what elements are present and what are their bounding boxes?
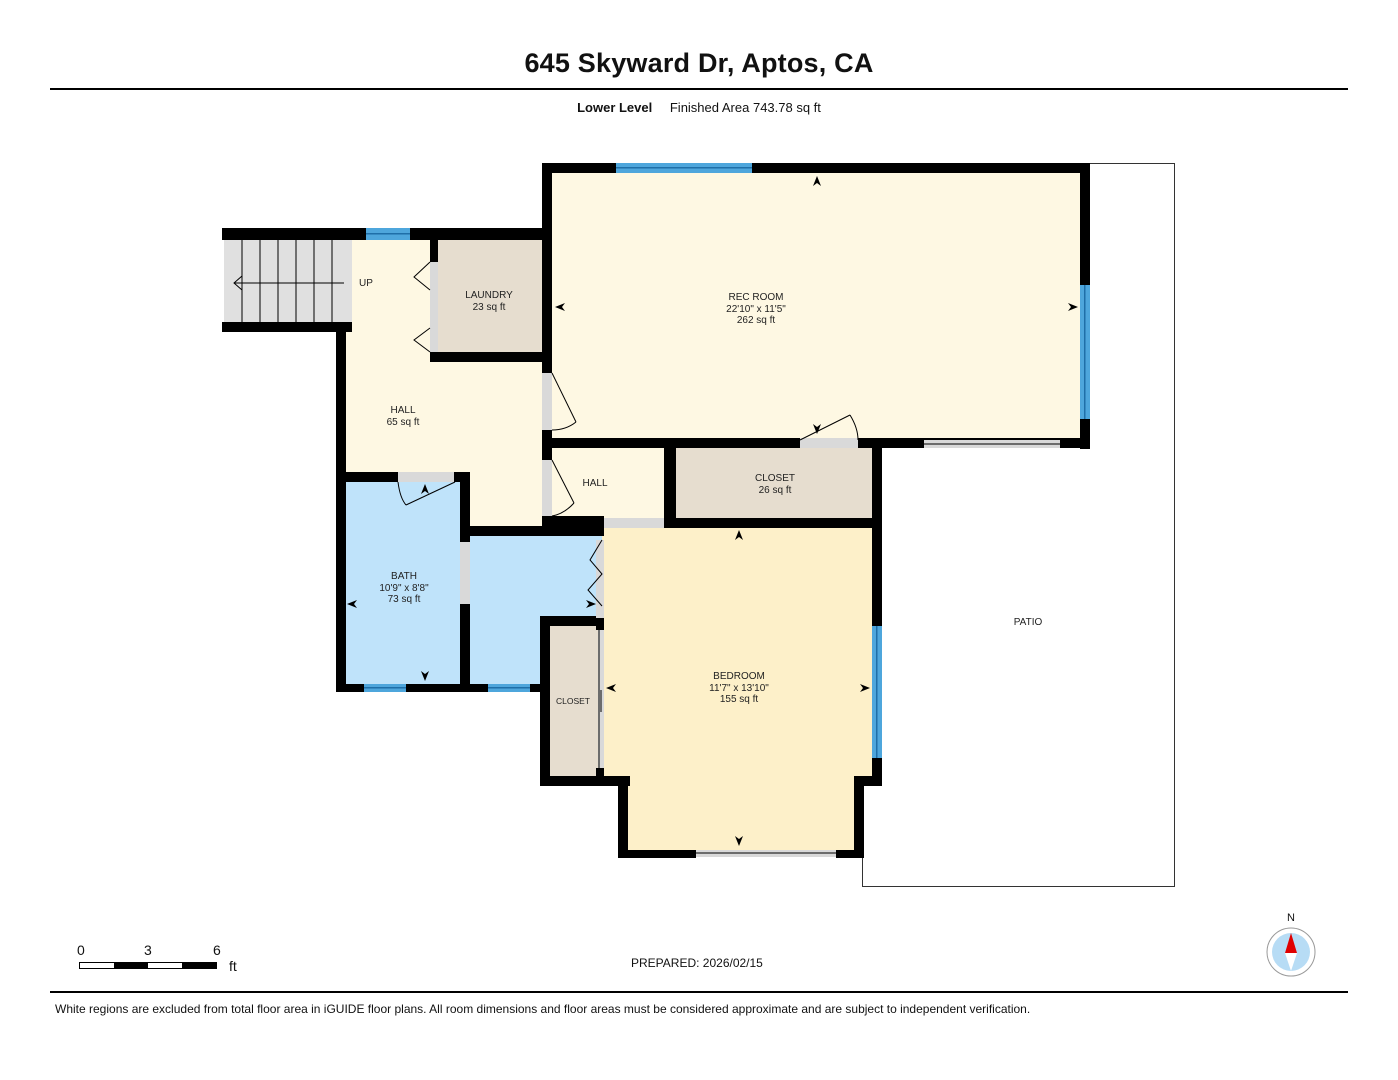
wall: [596, 768, 604, 780]
prepared-date: PREPARED: 2026/02/15: [631, 956, 763, 970]
compass-north-label: N: [1287, 912, 1295, 924]
wall: [618, 776, 628, 858]
door-opening: [542, 373, 552, 430]
wall: [596, 620, 604, 630]
closet-lower-label: CLOSET: [555, 696, 591, 706]
wall: [836, 850, 862, 858]
window: [616, 163, 752, 173]
door-opening: [800, 438, 858, 448]
scale-unit: ft: [229, 958, 237, 974]
scale-tick: 3: [144, 942, 152, 958]
room-rec-room: [550, 170, 1084, 442]
window: [366, 228, 410, 240]
bath-label: BATH 10'9" x 8'8" 73 sq ft: [379, 571, 429, 605]
disclaimer: White regions are excluded from total fl…: [55, 1002, 1031, 1016]
finished-area: Finished Area 743.78 sq ft: [669, 100, 821, 115]
rec-room-label: REC ROOM 22'10" x 11'5" 262 sq ft: [726, 292, 786, 326]
hall-main-label: HALL 65 sq ft: [386, 405, 420, 428]
window: [488, 684, 530, 692]
window: [364, 684, 406, 692]
door-opening: [542, 460, 552, 516]
wall: [460, 604, 470, 692]
wall: [540, 616, 604, 626]
wall: [336, 684, 542, 692]
scale-tick: 0: [77, 942, 85, 958]
wall: [664, 518, 880, 528]
scale-tick: 6: [213, 942, 221, 958]
room-bedroom: [602, 526, 874, 780]
wall: [540, 776, 630, 786]
room-bath: [344, 480, 464, 684]
title-divider: [50, 88, 1348, 90]
compass-north-icon: [1266, 927, 1316, 977]
wall: [462, 526, 604, 536]
door-opening: [460, 542, 470, 604]
wall: [430, 352, 550, 362]
window: [1080, 285, 1090, 419]
stairs-up-label: UP: [359, 278, 373, 289]
footer-divider: [50, 991, 1348, 993]
compass: N: [1264, 912, 1318, 978]
closet-upper-label: CLOSET 26 sq ft: [754, 473, 796, 496]
patio-label: PATIO: [1013, 617, 1043, 628]
door-opening: [604, 518, 664, 528]
laundry-label: LAUNDRY 23 sq ft: [465, 290, 513, 313]
wall: [460, 472, 470, 542]
room-closet-lower: [548, 624, 598, 778]
wall: [540, 616, 550, 786]
room-laundry: [436, 238, 544, 362]
room-closet-upper: [676, 446, 874, 522]
wall: [542, 430, 552, 460]
hall-small-label: HALL: [582, 478, 608, 489]
wall: [872, 756, 882, 784]
wall: [542, 163, 552, 373]
wall: [336, 322, 346, 692]
stairs: [224, 240, 352, 324]
wall: [542, 163, 1090, 173]
wall: [872, 444, 882, 628]
wall: [222, 322, 352, 332]
wall: [430, 232, 438, 262]
window: [872, 626, 882, 758]
wall: [336, 472, 398, 482]
wall: [854, 776, 882, 786]
door-opening: [398, 472, 454, 482]
door-opening: [596, 540, 604, 618]
door-opening: [430, 262, 438, 352]
bedroom-label: BEDROOM 11'7" x 13'10" 155 sq ft: [709, 671, 769, 705]
level-summary: Lower Level Finished Area 743.78 sq ft: [0, 100, 1398, 115]
level-name: Lower Level: [577, 100, 653, 115]
wall: [854, 776, 864, 858]
wall: [664, 444, 676, 526]
page-title: 645 Skyward Dr, Aptos, CA: [524, 48, 874, 78]
wall: [542, 516, 604, 526]
room-hall-small: [550, 446, 670, 522]
wall: [618, 850, 696, 858]
